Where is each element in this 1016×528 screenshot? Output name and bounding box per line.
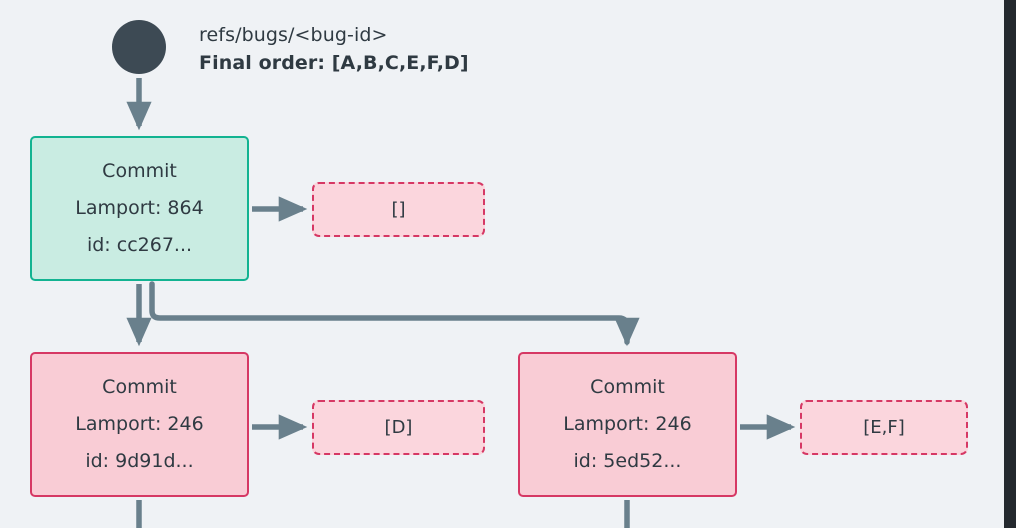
payload-left-label: [D] — [384, 417, 413, 438]
right-edge-gutter — [1004, 0, 1016, 528]
commit-right-id: id: 5ed52... — [573, 450, 682, 472]
commit-node-head[interactable]: Commit Lamport: 864 id: cc267... — [30, 136, 249, 281]
commit-left-lamport: Lamport: 246 — [75, 413, 204, 435]
commit-left-id: id: 9d91d... — [85, 450, 194, 472]
commit-head-title: Commit — [102, 160, 177, 182]
ref-label-block: refs/bugs/<bug-id> Final order: [A,B,C,E… — [199, 22, 469, 78]
ref-path-label: refs/bugs/<bug-id> — [199, 24, 388, 46]
edge-commit-head-to-commit-right — [149, 281, 640, 347]
final-order-label: Final order: [A,B,C,E,F,D] — [199, 52, 469, 74]
commit-node-right[interactable]: Commit Lamport: 246 id: 5ed52... — [518, 352, 737, 497]
commit-left-title: Commit — [102, 376, 177, 398]
root-node[interactable] — [112, 20, 166, 74]
payload-node-head[interactable]: [] — [312, 182, 485, 237]
payload-node-right[interactable]: [E,F] — [800, 400, 968, 455]
commit-head-id: id: cc267... — [86, 234, 193, 256]
commit-right-lamport: Lamport: 246 — [563, 413, 692, 435]
commit-right-title: Commit — [590, 376, 665, 398]
commit-node-left[interactable]: Commit Lamport: 246 id: 9d91d... — [30, 352, 249, 497]
payload-head-label: [] — [391, 199, 406, 220]
payload-node-left[interactable]: [D] — [312, 400, 485, 455]
payload-right-label: [E,F] — [863, 417, 905, 438]
commit-head-lamport: Lamport: 864 — [75, 197, 204, 219]
